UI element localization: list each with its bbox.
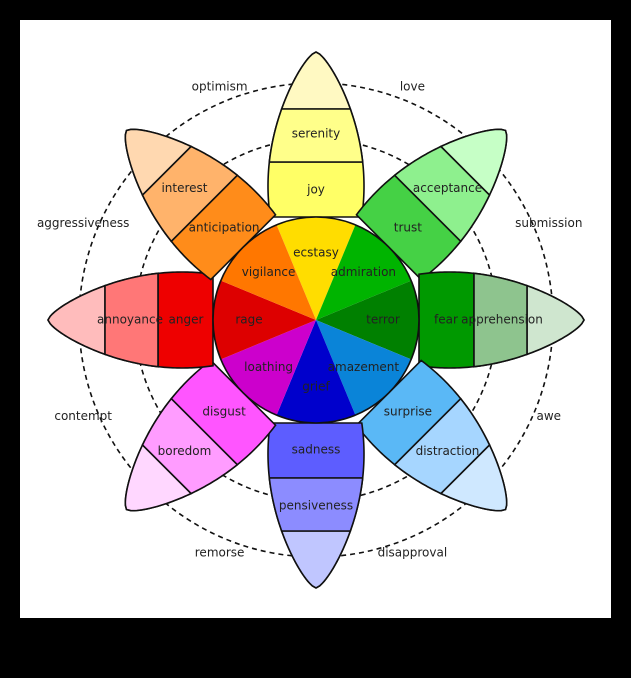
dyad-optimism: optimism [192,80,248,94]
petal-overlay-anger [47,272,159,368]
label-fear-middle: fear [434,313,458,327]
petal-overlay-band-anticipation-0 [124,128,193,197]
label-sadness-outer: pensiveness [279,499,353,513]
petal-overlay-fear [473,272,585,368]
core-sector-disgust [220,320,316,416]
petal-overlay-band-anticipation-1 [141,145,239,243]
label-joy-inner: ecstasy [293,246,339,260]
petal-overlay-band-disgust-1 [141,397,239,495]
dyad-contempt: contempt [54,409,112,423]
label-anticipation-inner: vigilance [242,265,296,279]
petal-overlay-band-joy-0 [280,51,352,110]
label-trust-middle: trust [394,221,422,235]
petal-overlay-sadness [268,477,364,589]
petal-overlay-trust [393,128,508,243]
petal-overlay-band-fear-0 [526,284,585,356]
core-circle [212,216,420,424]
label-sadness-middle: sadness [292,443,341,457]
label-anticipation-middle: anticipation [189,221,260,235]
core-sector-anger [212,280,316,360]
dyad-love: love [400,80,425,94]
petal-overlay-band-surprise-0 [439,443,508,512]
label-anticipation-outer: interest [161,181,207,195]
petal-overlay-band-anger-1 [104,272,159,368]
core-sector-surprise [316,320,412,416]
petal-overlay-band-joy-1 [268,108,364,163]
dyad-disapproval: disapproval [378,545,448,559]
petal-overlay-band-surprise-1 [393,397,491,495]
label-trust-inner: admiration [331,265,396,279]
core-sector-trust [316,224,412,320]
petal-overlay-anticipation [124,128,239,243]
core-sector-sadness [276,320,356,424]
label-anger-inner: rage [235,313,262,327]
petal-overlay-band-disgust-0 [124,443,193,512]
label-surprise-outer: distraction [416,444,480,458]
label-disgust-inner: loathing [244,360,293,374]
label-anger-outer: annoyance [97,313,163,327]
label-trust-outer: acceptance [413,181,482,195]
label-anger-middle: anger [169,313,204,327]
emotion-wheel: ecstasy joy serenity admiration trust accepta… [37,51,585,589]
petal-overlay-band-sadness-1 [268,477,364,532]
label-disgust-outer: boredom [158,444,212,458]
dyad-awe: awe [537,409,562,423]
petal-overlay-band-anger-0 [47,284,106,356]
core-sector-joy [276,216,356,320]
label-surprise-middle: surprise [384,404,432,418]
label-fear-inner: terror [366,313,400,327]
petal-overlay-band-trust-1 [393,145,491,243]
label-joy-outer: serenity [292,127,340,141]
core-sector-anticipation [220,224,316,320]
petal-overlay-disgust [124,397,239,512]
core-sector-fear [316,280,420,360]
dyad-submission: submission [515,216,582,230]
petal-overlay-band-fear-1 [473,272,528,368]
label-disgust-middle: disgust [202,404,246,418]
label-surprise-inner: amazement [328,360,400,374]
petal-overlay-band-sadness-0 [280,530,352,589]
label-joy-middle: joy [306,183,325,197]
label-fear-outer: apprehension [461,313,543,327]
petal-overlay-surprise [393,397,508,512]
petal-overlay-band-trust-0 [439,128,508,197]
dyad-aggressiveness: aggressiveness [37,216,129,230]
petal-overlay-joy [268,51,364,163]
label-sadness-inner: grief [302,380,330,394]
dyad-remorse: remorse [195,545,245,559]
